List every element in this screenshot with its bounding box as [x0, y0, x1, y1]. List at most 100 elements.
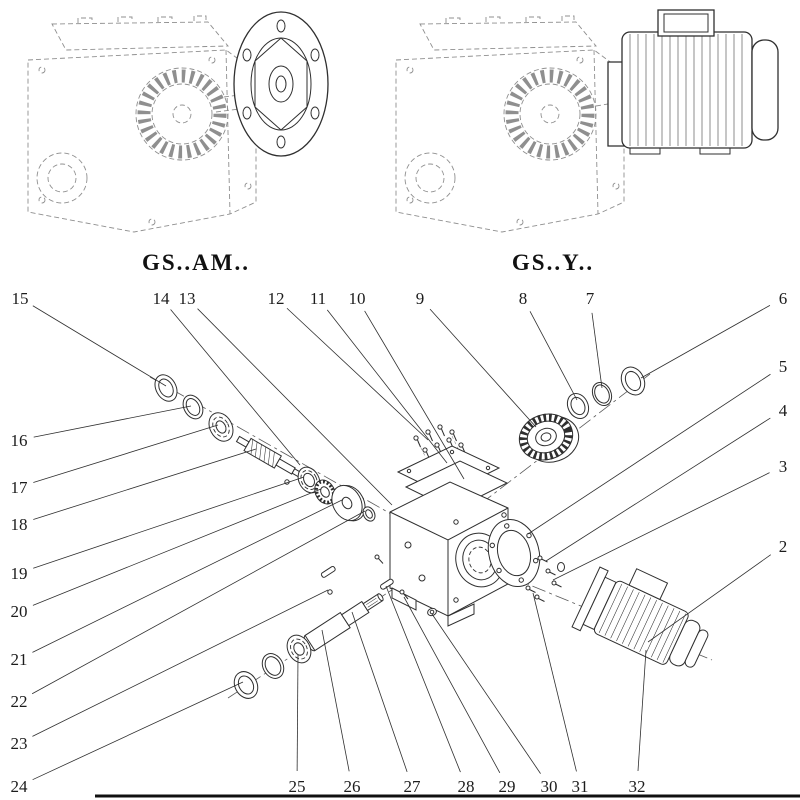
leader-line-20	[32, 488, 322, 606]
motor-fan-cover	[751, 39, 779, 141]
bolt	[545, 568, 556, 576]
leader-line-31	[532, 592, 577, 772]
callout-number-5: 5	[779, 357, 788, 376]
leader-line-23	[32, 589, 329, 737]
exploded-view	[149, 366, 713, 699]
callout-number-11: 11	[310, 289, 326, 308]
flange-bolt-hole	[310, 106, 320, 120]
motor-body	[621, 31, 753, 149]
callout-number-25: 25	[289, 777, 306, 796]
adapter-flange-part5	[487, 519, 541, 587]
leader-line-28	[385, 585, 461, 773]
leader-line-17	[33, 424, 219, 483]
callout-number-31: 31	[572, 777, 589, 796]
callout-number-29: 29	[499, 777, 516, 796]
leader-line-32	[637, 649, 647, 772]
callout-number-13: 13	[179, 289, 196, 308]
motor-foot	[629, 147, 661, 155]
leader-line-24	[32, 681, 244, 781]
screw	[437, 424, 445, 437]
output-flange	[233, 11, 329, 157]
leader-line-26	[321, 629, 350, 772]
callout-number-23: 23	[11, 734, 28, 753]
spacer-ring-part22	[362, 506, 376, 522]
bearing-part19	[297, 466, 321, 494]
flange-bolt-hole	[242, 106, 252, 120]
helical-gear-part9	[518, 413, 580, 463]
spacer-ring-part8	[566, 392, 590, 420]
screw	[413, 435, 421, 448]
leader-line-2	[647, 554, 772, 643]
washer	[557, 562, 565, 572]
callout-number-32: 32	[629, 777, 646, 796]
leader-line-27	[351, 611, 408, 772]
pin-part23	[327, 589, 333, 595]
oil-seal-part6	[620, 366, 646, 396]
oil-seal-part15	[154, 374, 178, 402]
callout-number-18: 18	[11, 515, 28, 534]
flange-bolt-hole	[310, 48, 320, 62]
callout-number-4: 4	[779, 401, 788, 420]
motor-foot	[699, 147, 731, 155]
retaining-ring-part16	[182, 394, 204, 420]
callout-number-14: 14	[153, 289, 171, 308]
flange-bolt-hole	[242, 48, 252, 62]
leader-line-7	[591, 312, 603, 389]
motor-cooling-fins	[629, 34, 743, 146]
gearbox-flange-drawing	[28, 11, 329, 232]
callout-number-16: 16	[11, 431, 28, 450]
leader-line-15	[32, 305, 167, 387]
screw-small	[374, 554, 384, 564]
leader-line-5	[527, 373, 771, 535]
callout-number-10: 10	[349, 289, 366, 308]
motor-terminal-box-lid	[663, 13, 709, 33]
callout-number-8: 8	[519, 289, 528, 308]
housing-foot	[447, 603, 475, 627]
leader-line-8	[529, 311, 578, 401]
callout-number-12: 12	[268, 289, 285, 308]
leader-line-13	[197, 308, 393, 506]
callout-number-6: 6	[779, 289, 788, 308]
callout-number-27: 27	[404, 777, 422, 796]
callout-number-9: 9	[416, 289, 425, 308]
callout-number-7: 7	[586, 289, 595, 308]
flange-hex-hub	[254, 37, 308, 131]
gearbox-motor-drawing	[396, 9, 779, 232]
bearing-part25	[286, 634, 312, 664]
leader-line-11	[326, 309, 448, 464]
callout-number-21: 21	[11, 650, 28, 669]
model-label-gs-am: GS..AM..	[142, 250, 250, 275]
seal-ring-part24	[233, 671, 259, 699]
flange-bolts-parts3-4	[537, 555, 565, 588]
callout-number-3: 3	[779, 457, 788, 476]
motor-fan-cover	[684, 629, 709, 668]
callout-number-24: 24	[11, 777, 29, 796]
leader-line-14	[170, 309, 301, 466]
output-shaft-part27	[303, 593, 384, 652]
pinion-part20	[314, 479, 336, 505]
motor	[607, 9, 779, 155]
screw	[425, 429, 433, 442]
callout-number-17: 17	[11, 478, 29, 497]
bearing-part17	[208, 412, 234, 442]
model-label-gs-y: GS..Y..	[512, 250, 594, 275]
leader-line-29	[403, 596, 501, 774]
screw-part29	[399, 589, 409, 600]
housing-foot	[391, 587, 417, 611]
callout-number-15: 15	[12, 289, 29, 308]
leader-line-18	[33, 448, 257, 520]
worm-shaft-part18	[235, 435, 305, 479]
callout-number-2: 2	[779, 537, 788, 556]
bolt	[537, 555, 548, 563]
screw	[449, 429, 457, 442]
motor-cooling-fins	[598, 583, 686, 663]
circlip-part26	[261, 653, 285, 679]
flange-bolt-hole	[276, 135, 286, 149]
leader-line-25	[296, 654, 299, 772]
leader-line-22	[31, 510, 366, 695]
electric-motor-part2	[571, 566, 709, 668]
leader-line-30	[431, 613, 541, 774]
